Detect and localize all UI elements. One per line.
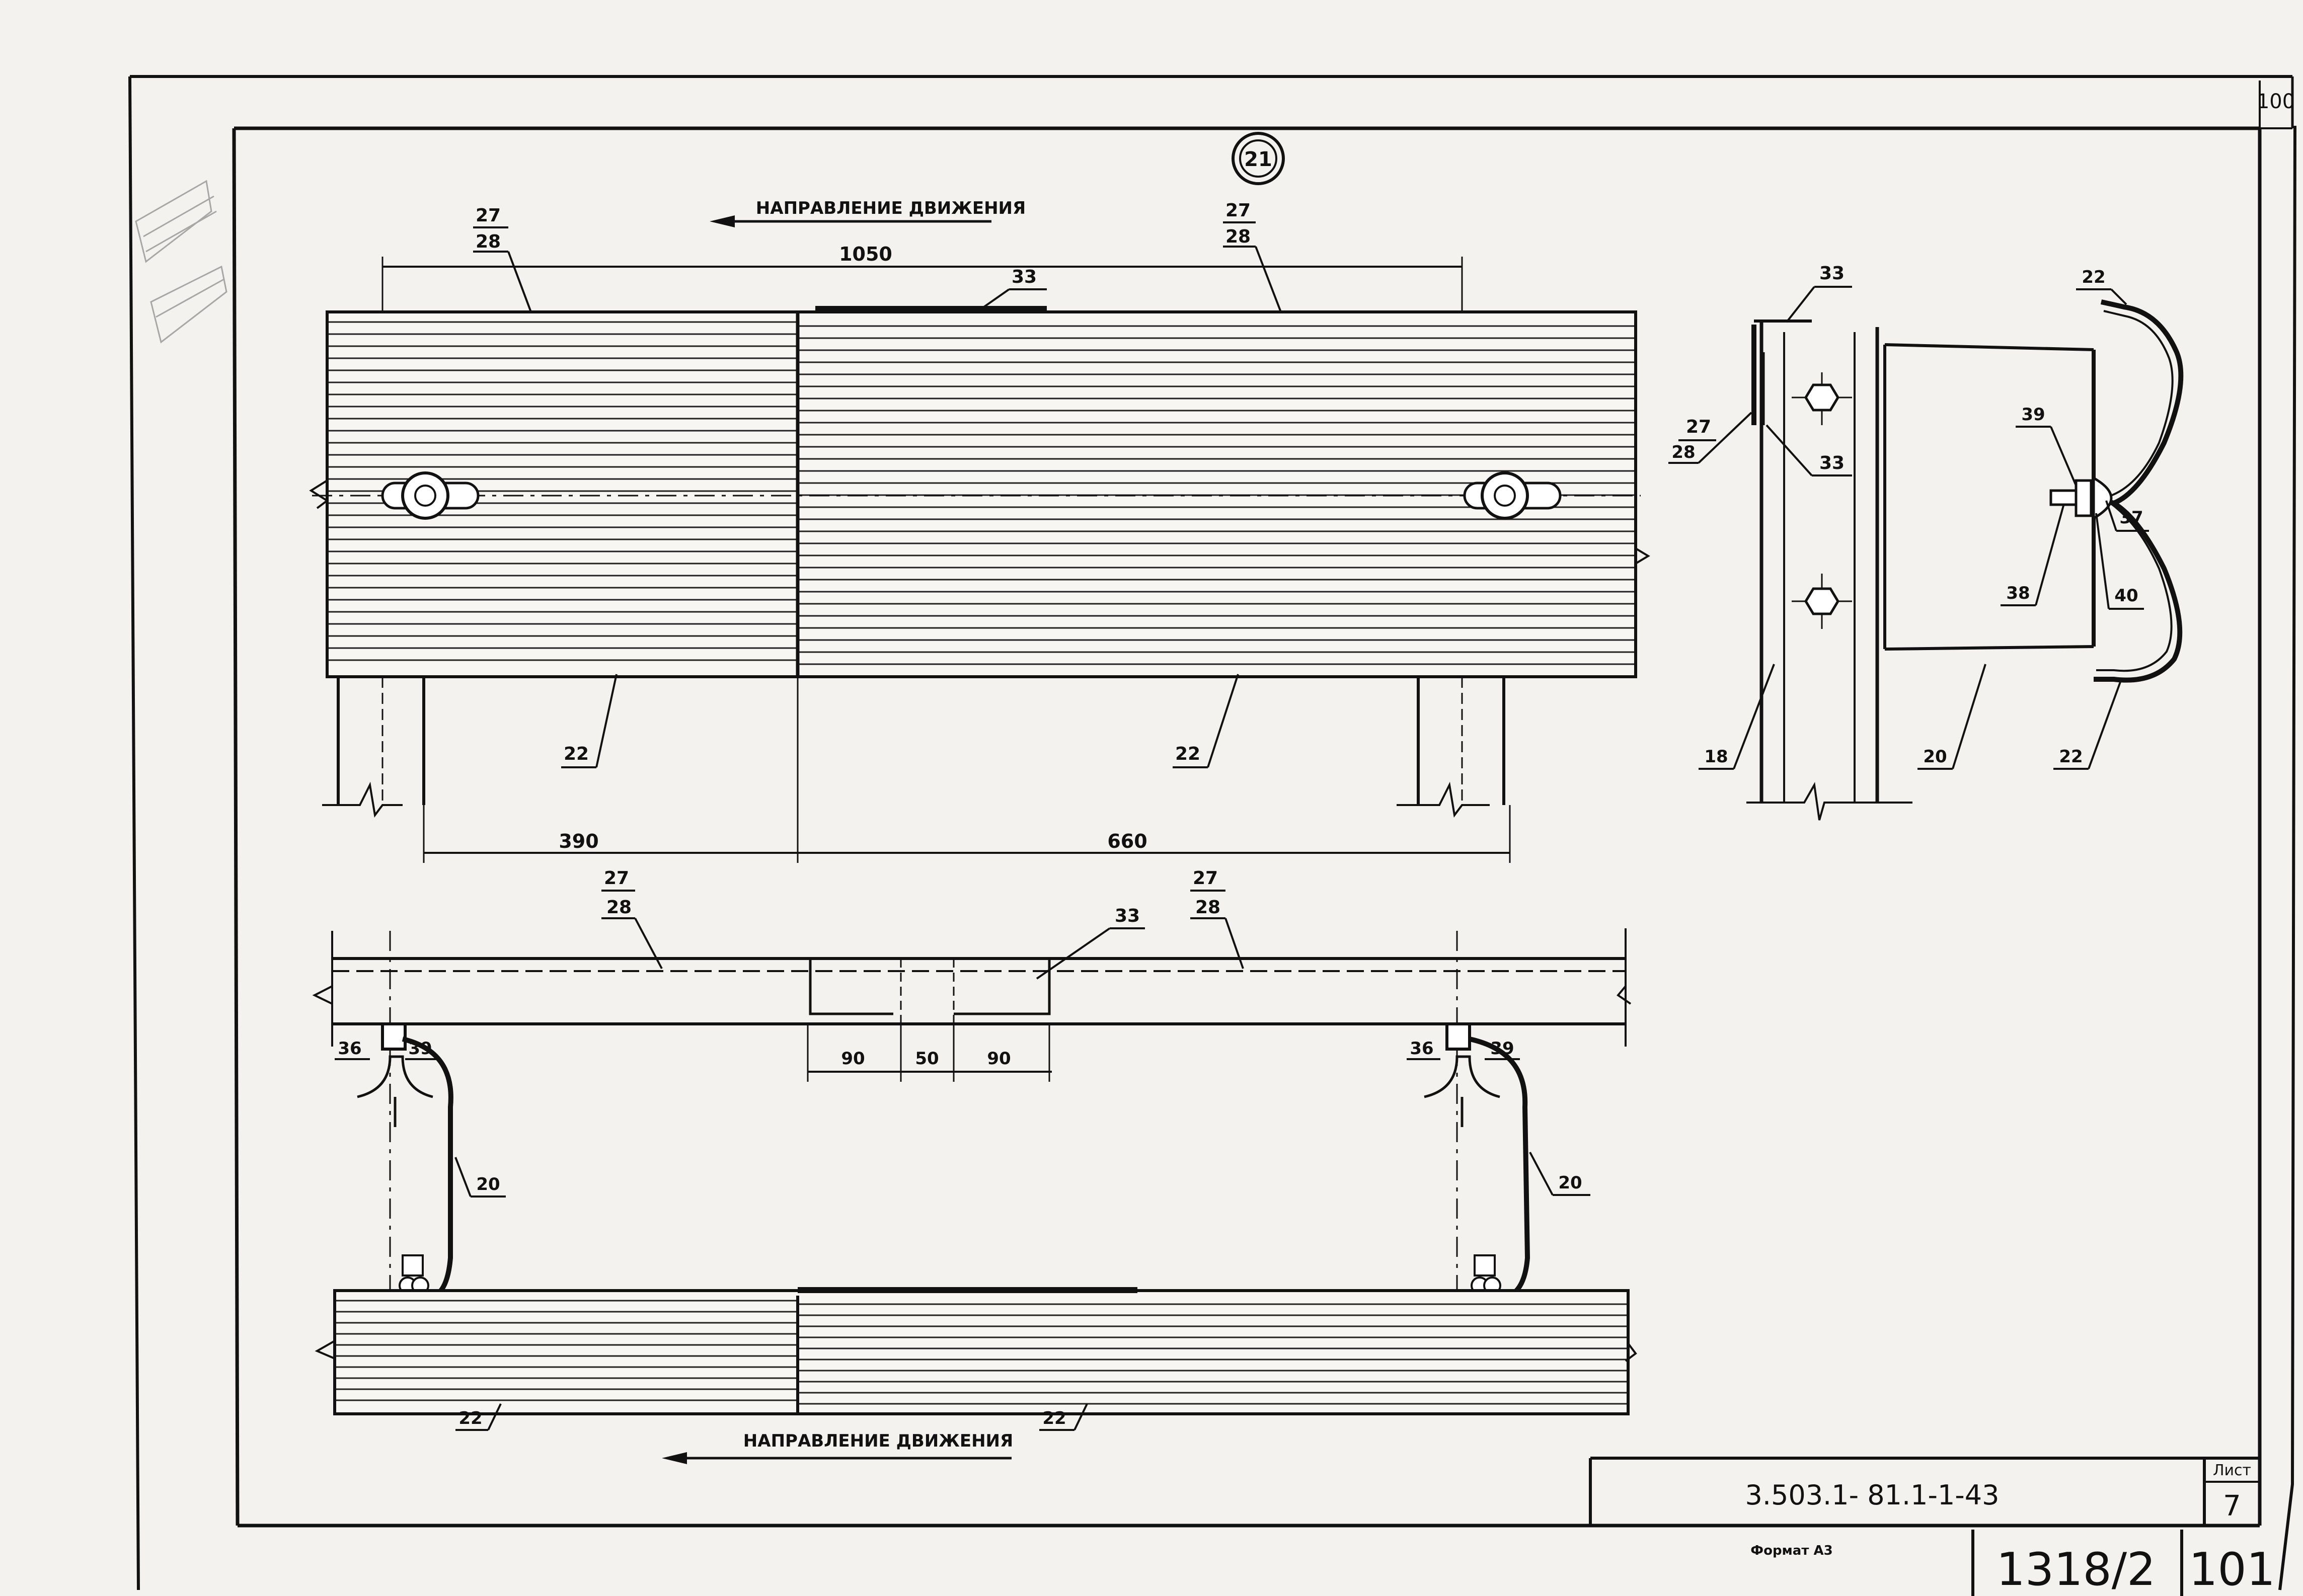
callout-plan-beam-right-22: 22 bbox=[1039, 1403, 1088, 1431]
svg-text:22: 22 bbox=[458, 1408, 482, 1428]
top-elevation-view: НАПРАВЛЕНИЕ ДВИЖЕНИЯ 1050 bbox=[309, 198, 1650, 863]
svg-text:28: 28 bbox=[606, 897, 632, 918]
svg-text:22: 22 bbox=[564, 744, 589, 764]
plan-view: 90 50 90 bbox=[312, 868, 1637, 1464]
svg-text:20: 20 bbox=[476, 1174, 500, 1194]
callout-section-bolt-39: 39 bbox=[2016, 405, 2077, 486]
svg-text:39: 39 bbox=[2021, 405, 2045, 425]
bolt-left-icon bbox=[381, 471, 480, 520]
callout-section-top-lap-33: 33 bbox=[1786, 263, 1852, 323]
section-beam-profile bbox=[2093, 299, 2184, 683]
bolt-right-icon bbox=[1463, 471, 1562, 520]
callout-section-beam-bottom-22: 22 bbox=[2053, 679, 2122, 770]
dimension-gap-c: 90 bbox=[987, 1049, 1011, 1069]
dimension-left-part: 390 bbox=[559, 830, 598, 852]
svg-text:33: 33 bbox=[1819, 453, 1845, 473]
svg-text:39: 39 bbox=[408, 1039, 432, 1059]
post-left bbox=[322, 677, 425, 818]
callout-plan-left-27-28: 27 28 bbox=[601, 868, 663, 969]
side-stamp bbox=[135, 180, 227, 344]
callout-top-beam-left-22: 22 bbox=[561, 674, 618, 768]
dimension-overall: 1050 bbox=[839, 243, 892, 265]
dimension-gap-b: 50 bbox=[915, 1049, 939, 1069]
svg-text:28: 28 bbox=[1671, 442, 1695, 462]
svg-text:40: 40 bbox=[2114, 586, 2138, 606]
section-bolt-lower-icon bbox=[1792, 574, 1852, 629]
svg-text:33: 33 bbox=[1012, 267, 1037, 287]
callout-section-bolt-40: 40 bbox=[2095, 513, 2144, 610]
inner-frame bbox=[232, 126, 2262, 1528]
callout-section-beam-top-22: 22 bbox=[2076, 267, 2127, 305]
callout-plan-lap-33: 33 bbox=[1036, 906, 1145, 980]
svg-text:28: 28 bbox=[1225, 226, 1251, 247]
callout-top-lap-33: 33 bbox=[983, 267, 1047, 308]
callout-top-right-27-28: 27 28 bbox=[1223, 200, 1282, 312]
svg-text:27: 27 bbox=[604, 868, 629, 889]
callout-plan-right-bolts: 36 39 bbox=[1407, 1039, 1520, 1060]
svg-text:20: 20 bbox=[1923, 747, 1947, 767]
svg-text:27: 27 bbox=[476, 205, 501, 226]
title-block: Лист 7 3.503.1- 81.1-1-43 Формат А3 1318… bbox=[1589, 1457, 2275, 1596]
callout-section-bolt-38: 38 bbox=[2001, 505, 2064, 606]
dimension-right-part: 660 bbox=[1107, 830, 1147, 852]
svg-text:27: 27 bbox=[1686, 417, 1711, 437]
direction-arrow-top-icon bbox=[710, 215, 735, 227]
callout-plan-beam-left-22: 22 bbox=[455, 1403, 502, 1431]
document-code: 3.503.1- 81.1-1-43 bbox=[1745, 1479, 1999, 1511]
corner-sheet-number: 100 bbox=[2257, 90, 2295, 113]
svg-text:36: 36 bbox=[1410, 1039, 1433, 1059]
callout-plan-left-bolts: 36 39 bbox=[335, 1039, 438, 1060]
svg-text:22: 22 bbox=[1042, 1408, 1066, 1428]
inventory-number: 1318/2 bbox=[1997, 1543, 2156, 1596]
sheet-number: 7 bbox=[2223, 1490, 2241, 1523]
callout-top-beam-right-22: 22 bbox=[1173, 674, 1239, 768]
cross-section-view: 33 27 28 33 18 20 22 bbox=[1668, 263, 2184, 821]
detail-marker-label: 21 bbox=[1244, 148, 1272, 171]
callout-section-post-18: 18 bbox=[1699, 664, 1775, 770]
callout-section-27-28: 27 28 bbox=[1668, 412, 1752, 464]
svg-text:33: 33 bbox=[1115, 906, 1140, 926]
callout-plan-right-bracket-20: 20 bbox=[1529, 1152, 1590, 1196]
outer-frame bbox=[128, 75, 2296, 1590]
direction-arrow-bottom-icon bbox=[662, 1452, 687, 1464]
format-label: Формат А3 bbox=[1750, 1543, 1832, 1558]
svg-text:37: 37 bbox=[2119, 508, 2143, 528]
direction-label-bottom: НАПРАВЛЕНИЕ ДВИЖЕНИЯ bbox=[743, 1431, 1013, 1451]
svg-text:36: 36 bbox=[338, 1039, 361, 1059]
direction-label-top: НАПРАВЛЕНИЕ ДВИЖЕНИЯ bbox=[756, 198, 1026, 218]
callout-section-lap-33: 33 bbox=[1765, 424, 1852, 476]
svg-text:38: 38 bbox=[2006, 583, 2030, 603]
plan-beam-corrugation-lines bbox=[336, 1300, 1627, 1405]
callout-section-bracket-20: 20 bbox=[1917, 664, 1986, 770]
section-bolt-upper-icon bbox=[1792, 372, 1852, 425]
callout-top-left-27-28: 27 28 bbox=[473, 205, 532, 312]
callout-section-bolt-37: 37 bbox=[2105, 500, 2149, 532]
svg-text:28: 28 bbox=[476, 231, 501, 252]
svg-text:39: 39 bbox=[1490, 1039, 1514, 1059]
svg-text:22: 22 bbox=[1175, 744, 1200, 764]
svg-text:33: 33 bbox=[1819, 263, 1845, 284]
detail-marker: 21 bbox=[1232, 132, 1285, 185]
dimension-gap-a: 90 bbox=[841, 1049, 865, 1069]
svg-text:27: 27 bbox=[1193, 868, 1218, 889]
svg-text:22: 22 bbox=[2059, 747, 2083, 767]
post-right bbox=[1397, 677, 1505, 818]
callout-plan-left-bracket-20: 20 bbox=[454, 1157, 506, 1198]
svg-text:28: 28 bbox=[1195, 897, 1220, 918]
svg-text:22: 22 bbox=[2082, 267, 2105, 287]
svg-text:27: 27 bbox=[1225, 200, 1251, 221]
svg-text:18: 18 bbox=[1704, 747, 1728, 767]
callout-plan-right-27-28: 27 28 bbox=[1190, 868, 1244, 969]
sheet-label: Лист bbox=[2213, 1462, 2251, 1479]
page-number: 101 bbox=[2189, 1543, 2275, 1596]
beam-corrugation-lines bbox=[329, 321, 1634, 665]
svg-text:20: 20 bbox=[1558, 1173, 1582, 1193]
